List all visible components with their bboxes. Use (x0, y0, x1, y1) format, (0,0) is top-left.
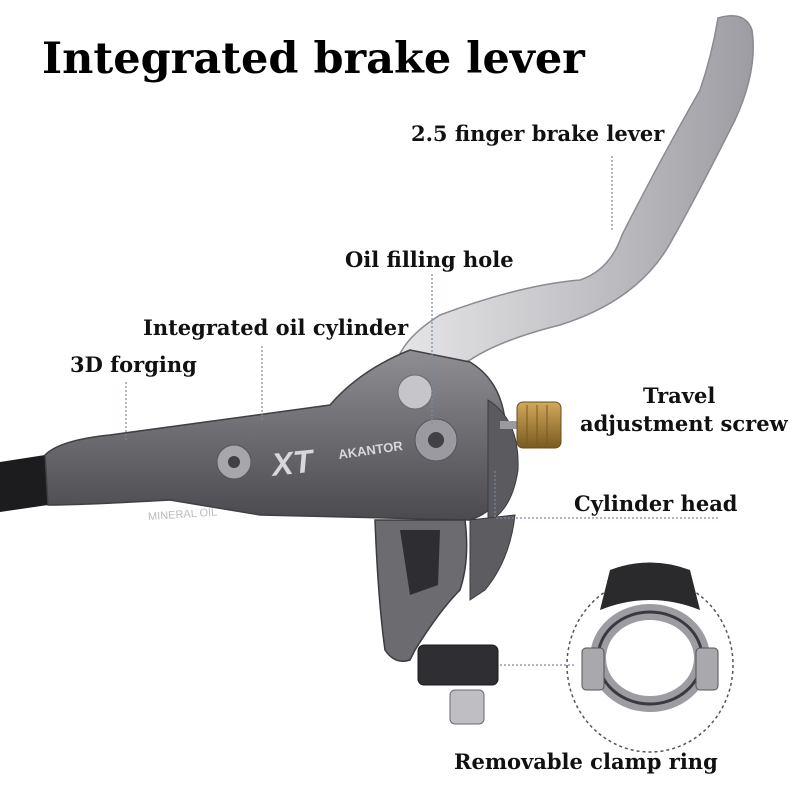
clamp-bolt (449, 689, 485, 725)
adjustment-screw-knob (516, 401, 562, 449)
label-cylinder-head: Cylinder head (574, 491, 738, 516)
label-travel-line2: adjustment screw (580, 411, 788, 436)
label-clamp-ring: Removable clamp ring (454, 749, 718, 774)
label-forging: 3D forging (70, 352, 197, 377)
label-finger-lever: 2.5 finger brake lever (411, 121, 665, 146)
brake-hose (0, 455, 48, 512)
adjustment-screw-shaft (500, 421, 520, 429)
clamp-ring-bolt-right (695, 647, 719, 691)
label-oil-hole: Oil filling hole (345, 247, 514, 272)
cylinder-head (487, 399, 519, 523)
clamp-base (417, 644, 499, 686)
clamp-ring-bolt-left (581, 647, 605, 691)
brand-engraving: XT (268, 442, 317, 483)
fluid-engraving: MINERAL OIL (148, 506, 218, 523)
clamp-ring-top (600, 562, 700, 610)
clamp-slot (400, 530, 440, 595)
lever-body (44, 349, 506, 521)
page-title: Integrated brake lever (42, 34, 585, 84)
label-travel-line1: Travel (643, 383, 716, 408)
clamp-arm-right (469, 514, 516, 601)
leader-lines (125, 156, 718, 666)
pivot-cap (397, 374, 433, 410)
label-oil-cylinder: Integrated oil cylinder (143, 315, 409, 340)
lever-blade (394, 15, 754, 376)
